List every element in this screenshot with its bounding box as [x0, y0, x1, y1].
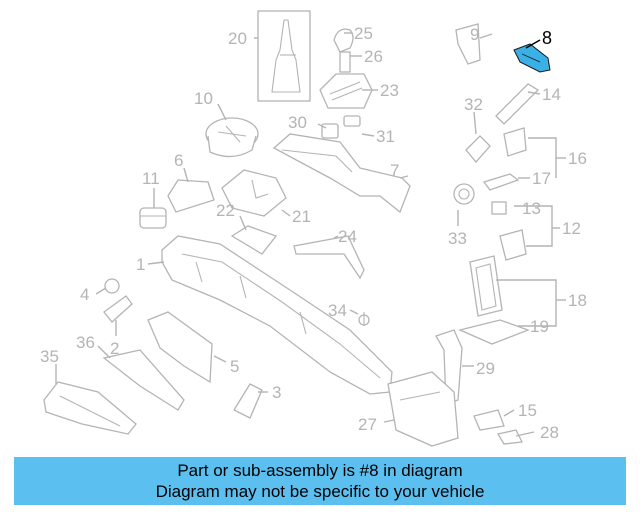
label-28: 28: [540, 423, 559, 442]
part-27-housing[interactable]: [387, 371, 459, 447]
label-32: 32: [464, 95, 483, 114]
part-7-trim-panel[interactable]: [272, 133, 411, 214]
part-labels: 20 25 26 23 10 30 31 7 6 11 21 22 24 1 4…: [40, 24, 587, 442]
part-17-bracket[interactable]: [482, 173, 520, 191]
label-34: 34: [328, 301, 347, 320]
label-3: 3: [272, 383, 281, 402]
part-29-handle[interactable]: [435, 329, 463, 405]
label-12: 12: [562, 219, 581, 238]
part-2-bracket[interactable]: [103, 295, 133, 323]
label-5: 5: [230, 357, 239, 376]
part-34-screw[interactable]: [358, 312, 370, 326]
part-14-strip[interactable]: [495, 83, 540, 125]
banner-line-2: Diagram may not be specific to your vehi…: [155, 482, 485, 501]
label-27: 27: [358, 415, 377, 434]
label-10: 10: [194, 89, 213, 108]
label-33: 33: [448, 229, 467, 248]
label-35: 35: [40, 347, 59, 366]
part-11-knob[interactable]: [139, 207, 167, 229]
label-26: 26: [364, 47, 383, 66]
part-32-switch[interactable]: [465, 135, 491, 164]
label-2: 2: [110, 339, 119, 358]
label-30: 30: [288, 113, 307, 132]
part-25-shift-knob[interactable]: [333, 28, 354, 73]
label-21: 21: [292, 207, 311, 226]
part-4-clip[interactable]: [104, 278, 120, 294]
label-23: 23: [380, 81, 399, 100]
label-20: 20: [228, 29, 247, 48]
part-28-clip[interactable]: [496, 429, 523, 445]
label-6: 6: [174, 151, 183, 170]
part-8-highlighted[interactable]: [513, 43, 551, 73]
label-29: 29: [476, 359, 495, 378]
part-16-panel[interactable]: [503, 127, 527, 157]
label-9: 9: [470, 25, 479, 44]
label-7: 7: [390, 161, 399, 180]
label-19: 19: [530, 317, 549, 336]
label-17: 17: [532, 169, 551, 188]
part-13-clip[interactable]: [491, 201, 507, 215]
part-31-clip[interactable]: [343, 115, 361, 127]
part-9-bracket[interactable]: [455, 23, 481, 65]
label-11: 11: [142, 169, 160, 188]
label-31: 31: [376, 127, 395, 146]
label-22: 22: [216, 201, 235, 220]
label-25: 25: [354, 24, 373, 43]
part-19-tray[interactable]: [457, 319, 530, 345]
part-20-shift-boot[interactable]: [257, 10, 311, 102]
part-35-trim[interactable]: [43, 381, 137, 435]
label-18: 18: [568, 291, 587, 310]
part-5-side-panel[interactable]: [147, 311, 213, 384]
label-1: 1: [136, 255, 145, 274]
part-21-boot[interactable]: [221, 169, 287, 217]
label-16: 16: [568, 149, 587, 168]
label-8-highlighted: 8: [542, 28, 552, 48]
part-22-bezel[interactable]: [230, 225, 278, 255]
part-6-cover[interactable]: [167, 179, 215, 213]
label-15: 15: [518, 401, 537, 420]
part-3-bracket[interactable]: [233, 383, 263, 419]
banner-line-1: Part or sub-assembly is #8 in diagram: [177, 461, 463, 480]
info-banner: Part or sub-assembly is #8 in diagram Di…: [14, 457, 626, 505]
part-10-cup-holder[interactable]: [205, 117, 259, 158]
label-13: 13: [522, 199, 541, 218]
label-24: 24: [338, 227, 357, 246]
part-1-console-body[interactable]: [161, 235, 393, 395]
label-36: 36: [76, 333, 95, 352]
part-12-panel[interactable]: [499, 229, 527, 261]
part-15-cover[interactable]: [473, 409, 505, 431]
part-23-shift-gate[interactable]: [319, 73, 373, 109]
part-30-clip[interactable]: [321, 123, 339, 139]
label-4: 4: [80, 285, 89, 304]
part-24-bracket[interactable]: [293, 235, 365, 280]
part-18-frame[interactable]: [469, 255, 503, 317]
part-33-switch[interactable]: [453, 183, 475, 205]
parts-diagram: 20 25 26 23 10 30 31 7 6 11 21 22 24 1 4…: [40, 10, 587, 447]
part-36-panel[interactable]: [102, 349, 185, 411]
label-14: 14: [542, 85, 561, 104]
leader-lines: [55, 32, 566, 437]
